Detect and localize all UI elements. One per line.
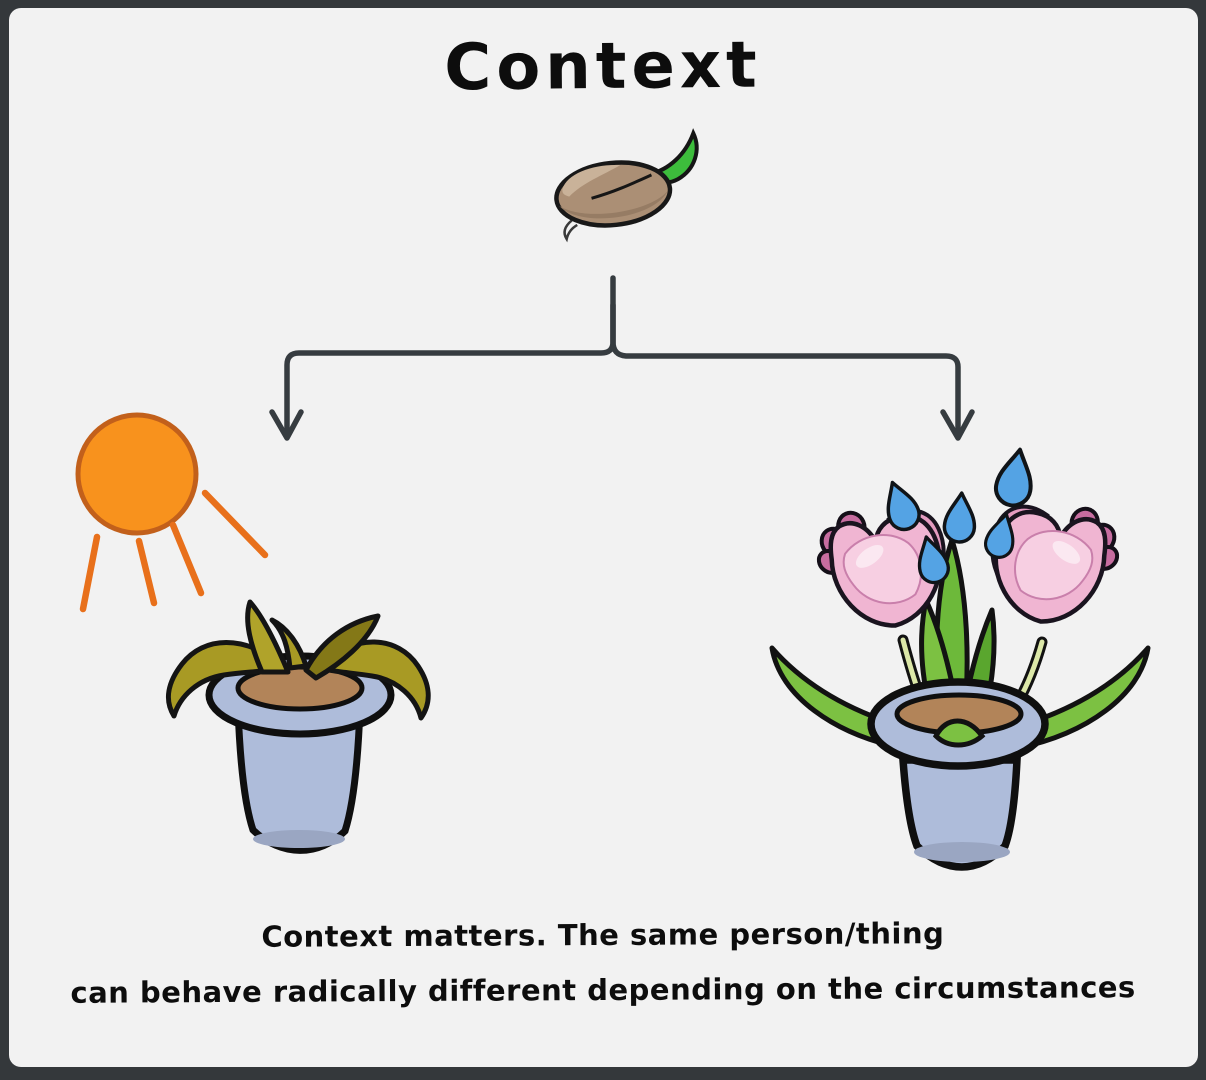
sprouting-seed-icon <box>554 128 699 243</box>
seed-shade <box>559 190 669 219</box>
caption-line-1: Context matters. The same person/thing <box>261 916 945 954</box>
wilted-leaf <box>245 599 291 675</box>
pot-bottom-sheen <box>914 842 1010 862</box>
sun-icon <box>75 412 269 613</box>
branch-left-line <box>284 275 616 434</box>
tulip-gloss <box>1052 540 1081 564</box>
sun-ray <box>169 521 205 597</box>
blooming-pink-tulips-in-pot-icon <box>769 447 1151 871</box>
sun-ray <box>201 489 269 559</box>
seed-highlight <box>562 164 621 197</box>
branch-arrows <box>269 275 975 441</box>
pot-bottom-sheen <box>253 830 345 848</box>
raindrop-icon <box>993 447 1033 508</box>
wilted-leaves <box>165 599 431 721</box>
raindrop-icon <box>886 480 921 532</box>
sun-disc <box>75 412 199 536</box>
rain-drops-icon <box>886 447 1033 585</box>
arrowhead-right-icon <box>940 409 975 441</box>
branch-right-line <box>610 302 961 434</box>
sun-ray <box>135 537 158 607</box>
pot-body <box>898 756 1021 871</box>
sun-ray <box>79 533 101 613</box>
arrowhead-left-icon <box>269 409 304 441</box>
sun-rays <box>79 489 269 613</box>
raindrop-icon <box>942 491 977 544</box>
raindrop-icon <box>983 512 1015 559</box>
seed-root-wisp <box>563 219 578 243</box>
tulip-gloss <box>855 544 884 568</box>
caption: Context matters. The same person/thing c… <box>0 905 1206 1022</box>
tulip-flower <box>816 508 946 628</box>
tulip-flower <box>990 504 1120 624</box>
pot-body <box>234 704 364 854</box>
seed-crease <box>591 173 653 200</box>
raindrop-icon <box>917 535 950 585</box>
wilted-plant-in-pot-icon <box>165 599 431 854</box>
wilted-leaf <box>269 617 309 671</box>
wilted-leaf <box>303 613 381 681</box>
tulip-leaf-base <box>932 718 986 748</box>
caption-line-2: can behave radically different depending… <box>70 970 1136 1010</box>
